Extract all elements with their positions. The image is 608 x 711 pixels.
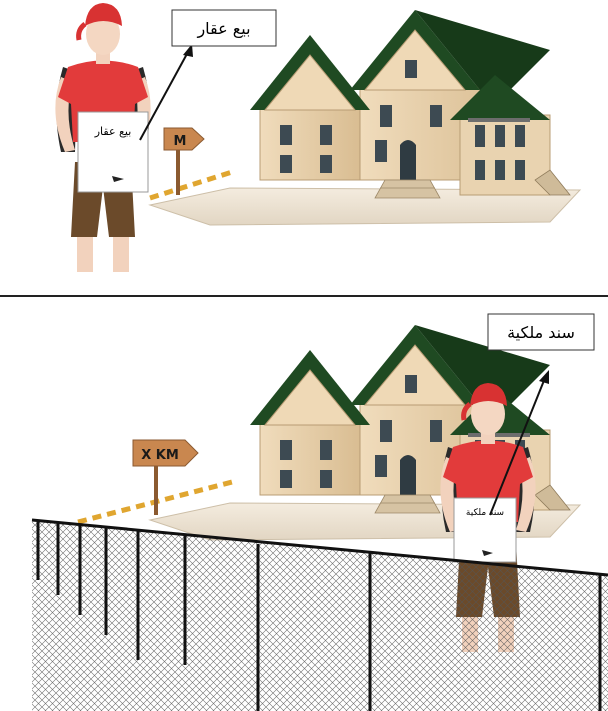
paper-document: سند ملكية bbox=[454, 498, 516, 562]
paper-document: بيع عقار bbox=[78, 112, 148, 192]
callout-box: بيع عقار bbox=[172, 10, 276, 46]
callout-box: سند ملكية bbox=[488, 314, 594, 350]
bottom-panel: X KM سند ملكية سند ملكية bbox=[32, 314, 608, 711]
callout-label: سند ملكية bbox=[507, 323, 575, 342]
sign-label: M bbox=[174, 134, 187, 149]
paper-text: بيع عقار bbox=[94, 125, 132, 138]
callout-label: بيع عقار bbox=[196, 19, 250, 39]
sign-label: X KM bbox=[141, 448, 179, 463]
chain-link-fence bbox=[32, 520, 608, 711]
paper-text: سند ملكية bbox=[466, 508, 504, 518]
top-panel: M بيع عقار بيع عقار bbox=[55, 3, 580, 272]
